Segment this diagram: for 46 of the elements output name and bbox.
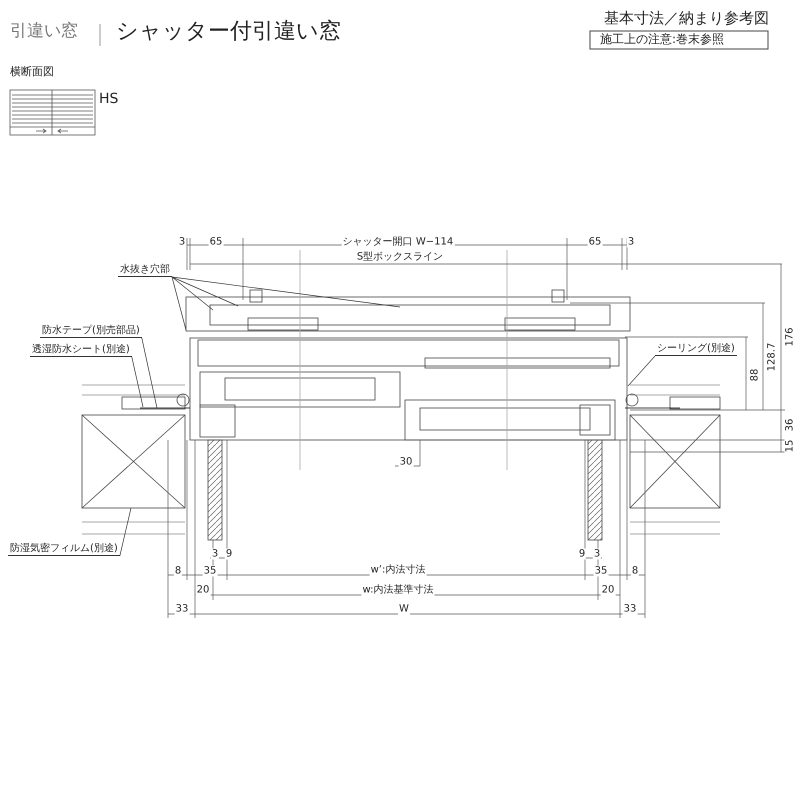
dimension-text: 3: [178, 236, 186, 248]
dimension-text: 9: [578, 548, 586, 560]
leader-line: [172, 276, 238, 306]
dimension-text: 9: [224, 548, 234, 560]
dimension-text: 15: [784, 438, 796, 454]
dimension-text: 33: [622, 604, 638, 614]
dimension-text: 20: [196, 584, 210, 596]
dimension-text: 8: [630, 566, 640, 576]
dimension-text: 30: [398, 456, 414, 468]
dimension-text: W: [398, 604, 410, 614]
note-text: 施工上の注意:巻末参照: [600, 33, 724, 46]
dimension-text: 35: [594, 566, 608, 576]
dimension-text: 3: [210, 548, 220, 560]
leader-line: [141, 338, 158, 408]
dimension-text: w:内法基準寸法: [362, 584, 434, 596]
leader-line: [172, 276, 400, 308]
dimension-text: 8: [174, 566, 182, 576]
note-text: 基本寸法／納まり参考図: [604, 10, 769, 26]
dimension-text: 3: [592, 548, 602, 560]
dimension-text: 176: [784, 326, 796, 348]
leader-line: [131, 356, 144, 408]
title-text: シャッター付引違い窓: [116, 20, 341, 44]
dimension-text: 33: [174, 604, 190, 614]
callout-label: 透湿防水シート(別途): [30, 344, 132, 357]
dimension-text: 88: [750, 368, 760, 382]
dimension-text: 35: [202, 566, 218, 576]
dimension-text: 3: [626, 236, 636, 248]
callout-label: シーリング(別途): [655, 343, 737, 356]
dimension-text: 65: [208, 236, 224, 248]
section-heading: 横断面図: [10, 66, 54, 78]
title-text: 引違い窓: [10, 22, 78, 41]
leader-line: [172, 276, 186, 330]
dimension-text: 36: [784, 418, 796, 432]
dimension-text: シャッター開口 W−114: [342, 236, 454, 248]
dimension-text: w’:内法寸法: [370, 564, 426, 576]
dimension-text: 65: [588, 236, 602, 248]
type-code: HS: [99, 92, 118, 108]
leader-line: [628, 356, 656, 386]
callout-label: 水抜き穴部: [118, 264, 172, 277]
dimension-text: S型ボックスライン: [356, 252, 444, 262]
callout-label: 防水テープ(別売部品): [40, 325, 142, 338]
leader-line: [172, 276, 214, 310]
dimension-text: 20: [600, 584, 616, 596]
leader-line: [119, 508, 132, 556]
callout-label: 防湿気密フィルム(別途): [8, 543, 120, 556]
dimension-text: 128.7: [766, 342, 778, 372]
